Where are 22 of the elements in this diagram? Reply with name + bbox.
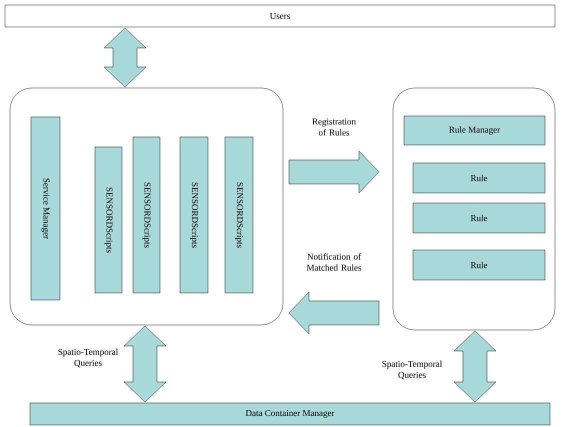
block-arrow [104, 28, 146, 88]
edge-label: Spatio-Temporal Queries [58, 348, 118, 368]
edge-label: Notification of Matched Rules [306, 253, 362, 271]
edge-label: Registration of Rules [312, 118, 356, 136]
container-box [392, 88, 556, 330]
component-box: Rule [412, 202, 546, 234]
block-arrow [454, 330, 496, 402]
component-box: SENSORDScripts [180, 136, 208, 294]
edge-label: Spatio-Temporal Queries [382, 360, 442, 380]
component-box: Rule [412, 250, 546, 280]
users-box: Users [4, 4, 556, 28]
container-box [10, 88, 284, 326]
component-box: Data Container Manager [30, 402, 550, 426]
block-arrow [288, 150, 380, 194]
block-arrow [124, 326, 166, 402]
component-box: SENSORDScripts [94, 146, 122, 294]
component-box: SENSORDScripts [224, 136, 254, 294]
block-arrow [288, 292, 380, 334]
component-box: SENSORDScripts [132, 136, 160, 294]
component-box: Service Manager [30, 116, 60, 300]
component-box: Rule [412, 162, 546, 194]
component-box: Rule Manager [404, 116, 546, 146]
